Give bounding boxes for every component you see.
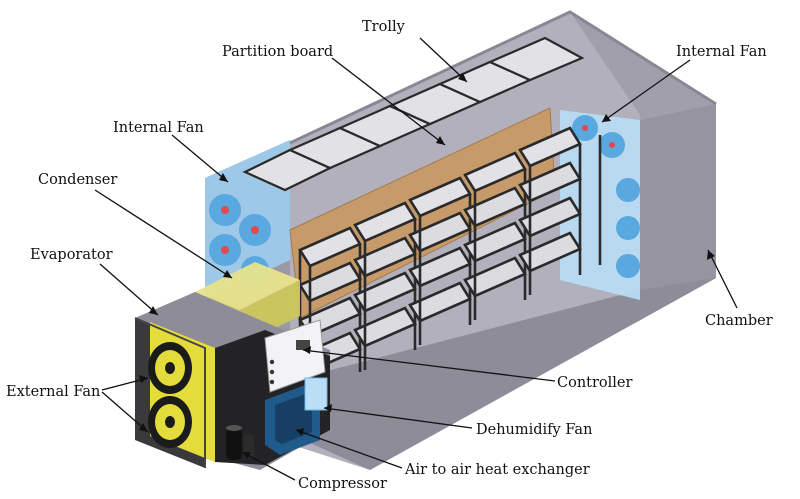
label-condenser: Condenser: [38, 172, 117, 188]
compressor: [226, 425, 254, 460]
external-fan-bottom: [148, 396, 192, 448]
external-fan-top: [148, 342, 192, 394]
controller: [264, 319, 326, 393]
internal-fan-right-4: [616, 216, 640, 240]
label-partition-board: Partition board: [222, 44, 333, 60]
label-air-to-air-heat-exchanger: Air to air heat exchanger: [404, 462, 590, 478]
internal-fan-right-3: [616, 178, 640, 202]
label-internal-fan-right: Internal Fan: [676, 44, 767, 60]
chamber-top-edge: [214, 10, 717, 180]
label-dehumidify-fan: Dehumidify Fan: [476, 422, 592, 438]
controller-display: [296, 340, 310, 350]
label-evaporator: Evaporator: [30, 247, 113, 263]
rack-3: [408, 176, 472, 345]
labels: Trolly Partition board Internal Fan Inte…: [6, 19, 773, 492]
rack-5: [518, 126, 602, 295]
leader-lines: [94, 37, 738, 481]
rack-4: [463, 151, 527, 320]
label-compressor: Compressor: [298, 476, 387, 492]
chamber-right-face: [640, 104, 716, 300]
label-chamber: Chamber: [705, 313, 773, 329]
label-controller: Controller: [557, 375, 633, 391]
label-trolly: Trolly: [362, 19, 406, 35]
external-fans: [148, 342, 192, 448]
label-internal-fan-left: Internal Fan: [113, 120, 204, 136]
trolly-front-row: [298, 126, 602, 392]
label-external-fan: External Fan: [6, 384, 100, 400]
dehumidify-fan: [304, 377, 328, 411]
rack-2: [353, 201, 417, 370]
internal-fan-right-5: [616, 254, 640, 278]
chamber-floor: [215, 278, 716, 470]
